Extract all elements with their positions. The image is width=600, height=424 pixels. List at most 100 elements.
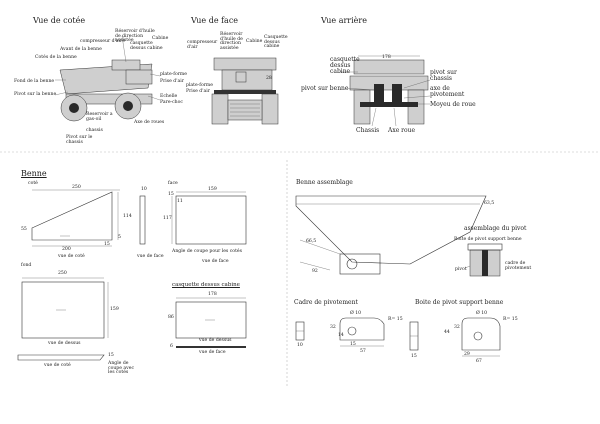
- cadre-d32: 32: [330, 325, 336, 330]
- cadre-d10b: 10: [297, 343, 303, 348]
- pivot-assembly: [464, 243, 503, 277]
- vue-cote-label: vue de coté: [58, 254, 85, 259]
- dim-114: 114: [123, 214, 132, 219]
- label-chassis: chassis: [86, 128, 103, 133]
- vue-dessus-label: vue de dessus: [48, 341, 81, 346]
- label-pivot-benne: Pivot sur la benne: [14, 92, 57, 97]
- dim-200: 200: [62, 247, 71, 252]
- rear-view-truck: [340, 55, 431, 127]
- face-dim-11: 11: [177, 199, 183, 204]
- angle-coupe-cotes: Angle de coupe pour les cotés: [172, 249, 242, 254]
- casquette-side-strip: [176, 346, 246, 348]
- label-fond-benne: Fond de la benne: [14, 79, 55, 84]
- cadre-d14: 14: [338, 333, 344, 338]
- fond-dim-250: 250: [58, 271, 67, 276]
- fond-dim-15: 15: [108, 353, 114, 358]
- rear-pivot-right: [392, 84, 402, 104]
- label-cabine: Cabine: [152, 36, 169, 41]
- dim-5: 5: [118, 235, 121, 240]
- assembly-pivot-box: [339, 253, 381, 275]
- cadre-d15: 15: [350, 342, 356, 347]
- dim-55: 55: [21, 227, 27, 232]
- face-dim-117: 117: [163, 216, 172, 221]
- benne-assembly: [295, 195, 487, 275]
- assembly-dim-635: 63,5: [484, 201, 495, 206]
- assembly-title: Benne assemblage: [296, 179, 353, 186]
- benne-face-part: [171, 191, 247, 245]
- rear-label-casquette: casquette dessus cabine: [330, 56, 360, 75]
- label-pare-choc: Pare-choc: [160, 100, 183, 105]
- label-axe-roues: Axe de roues: [134, 120, 165, 125]
- benne-title: Benne: [21, 169, 47, 178]
- boite-part: [409, 317, 501, 357]
- rear-label-pivot-benne: pivot sur benne: [301, 85, 349, 92]
- cadre-d57: 57: [360, 349, 366, 354]
- rear-view-title: Vue arrière: [321, 16, 367, 25]
- front-view-title: Vue de face: [191, 16, 239, 25]
- cadre-label: cadre de pivotement: [505, 261, 532, 271]
- cas-dim-178: 178: [208, 292, 217, 297]
- boite-r15: R= 15: [503, 317, 518, 322]
- front-label-compresseur: compresseur d'air: [187, 40, 218, 50]
- rear-label-pivot-chassis: pivot sur chassis: [430, 69, 457, 82]
- front-dim-28: 28: [266, 76, 272, 81]
- vue-cote-label-2: vue de coté: [44, 363, 71, 368]
- assembly-body-outline: [295, 195, 487, 265]
- label-compresseur: compresseur d'aire: [80, 39, 125, 44]
- boite-d32: 32: [454, 325, 460, 330]
- pivot-label: pivot: [455, 267, 467, 272]
- cadre-part: [295, 317, 385, 347]
- side-view-title: Vue de cotée: [33, 16, 86, 25]
- cadre-d10: Ø 10: [350, 311, 362, 316]
- side-view-truck: [54, 35, 161, 122]
- front-label-res-huile: Réservoir d'huile de direction assistée: [220, 32, 243, 51]
- label-reservoir-gasoil: Reservoir a gas-oil: [86, 112, 113, 122]
- side-rear-hub: [69, 103, 79, 113]
- front-label-cabine: Cabine: [246, 39, 263, 44]
- front-label-prise-air: Prise d'air: [186, 89, 210, 94]
- assembly-dim-92: 92: [312, 269, 318, 274]
- casquette-part: [175, 297, 247, 348]
- rear-label-moyeu: Moyeu de roue: [430, 101, 476, 108]
- vue-face-label-3: vue de face: [199, 350, 226, 355]
- dim-250-top: 250: [72, 185, 81, 190]
- front-right-wheel: [261, 93, 279, 125]
- benne-cote-label: coté: [28, 181, 38, 186]
- label-avant-benne: Avant de la benne: [60, 47, 102, 52]
- label-res-huile: Réservoir d'huile de direction assistée: [115, 29, 155, 44]
- label-plate-forme: plate-forme: [160, 72, 188, 77]
- front-compressor: [235, 71, 247, 83]
- dim-15: 15: [104, 242, 110, 247]
- fond-label: fond: [21, 263, 32, 268]
- rear-dim-178: 178: [382, 55, 391, 60]
- label-casquette: casquette dessus cabine: [130, 41, 163, 51]
- cadre-r15: R= 15: [388, 317, 403, 322]
- boite-d44: 44: [444, 330, 450, 335]
- dim-10: 10: [141, 187, 147, 192]
- face-dim-159: 159: [208, 187, 217, 192]
- fond-dim-159: 159: [110, 307, 119, 312]
- rear-label-axe-pivotement: axe de pivotement: [430, 85, 465, 98]
- rear-label-chassis: Chassis: [356, 127, 380, 134]
- vue-face-label: vue de face: [137, 254, 164, 259]
- boite-label: Boite de pivot support benne: [454, 237, 522, 242]
- label-pivot-chassis: Pivot sur le chassis: [66, 135, 93, 145]
- cas-dim-86: 86: [168, 315, 174, 320]
- front-label-plate-forme: plate-forme: [186, 83, 214, 88]
- benne-face-label: face: [168, 181, 178, 186]
- rear-body: [349, 75, 429, 91]
- front-platform: [214, 90, 276, 94]
- label-prise-air: Prise d'air: [160, 79, 184, 84]
- side-cab: [125, 69, 153, 85]
- vue-dessus-label-2: vue de dessus: [199, 338, 232, 343]
- benne-side-part: [31, 189, 120, 247]
- assembly-dim-665: 66,5: [306, 239, 317, 244]
- boite-title: Boite de pivot support benne: [415, 299, 504, 306]
- pivot-assembly-title: assemblage du pivot: [464, 225, 527, 232]
- boite-d15: 15: [411, 354, 417, 359]
- angle-coupe-2: Angle de coupe avec les cotés: [108, 361, 135, 376]
- front-label-casquette: Casquette dessus cabine: [264, 35, 288, 50]
- front-grille: [227, 99, 263, 121]
